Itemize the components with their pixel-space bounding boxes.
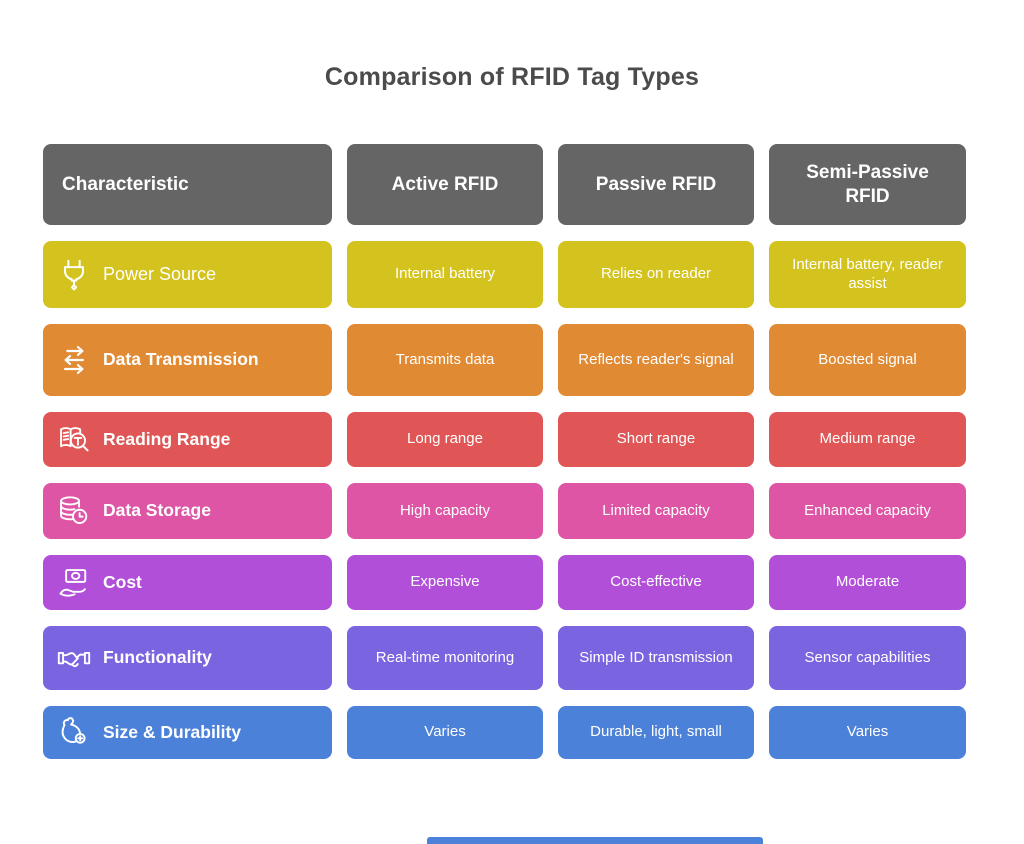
- header-active-rfid: Active RFID: [347, 144, 543, 225]
- cell-cost-passive: Cost-effective: [558, 555, 754, 610]
- handshake-icon: [56, 640, 92, 676]
- cell-range-passive: Short range: [558, 412, 754, 467]
- characteristic-label: Functionality: [103, 647, 212, 668]
- cell-range-active: Long range: [347, 412, 543, 467]
- transfer-arrows-icon: [56, 342, 92, 378]
- row-label-data-transmission: Data Transmission: [43, 324, 332, 396]
- header-semi-passive-rfid: Semi-Passive RFID: [769, 144, 966, 225]
- characteristic-label: Power Source: [103, 264, 217, 285]
- cell-functionality-active: Real-time monitoring: [347, 626, 543, 690]
- header-characteristic: Characteristic: [43, 144, 332, 225]
- page-title: Comparison of RFID Tag Types: [324, 63, 700, 91]
- characteristic-label: Size & Durability: [103, 721, 242, 742]
- row-label-cost: Cost: [43, 555, 332, 610]
- cell-storage-passive: Limited capacity: [558, 483, 754, 539]
- cell-power-passive: Relies on reader: [558, 241, 754, 308]
- row-label-data-storage: Data Storage: [43, 483, 332, 539]
- row-label-reading-range: Reading Range: [43, 412, 332, 467]
- characteristic-label: Data Storage: [103, 500, 211, 521]
- characteristic-label: Data Transmission: [103, 349, 259, 370]
- cell-functionality-passive: Simple ID transmission: [558, 626, 754, 690]
- money-hand-icon: [56, 565, 92, 601]
- cell-storage-active: High capacity: [347, 483, 543, 539]
- header-passive-rfid: Passive RFID: [558, 144, 754, 225]
- cell-transmission-passive: Reflects reader's signal: [558, 324, 754, 396]
- cell-size-passive: Durable, light, small: [558, 706, 754, 759]
- cell-transmission-semipassive: Boosted signal: [769, 324, 966, 396]
- cell-size-active: Varies: [347, 706, 543, 759]
- characteristic-label: Reading Range: [103, 428, 231, 449]
- database-clock-icon: [56, 493, 92, 529]
- characteristic-label: Cost: [103, 571, 142, 592]
- row-label-size-durability: Size & Durability: [43, 706, 332, 759]
- cell-cost-semipassive: Moderate: [769, 555, 966, 610]
- cell-range-semipassive: Medium range: [769, 412, 966, 467]
- comparison-table: Characteristic Active RFID Passive RFID …: [43, 144, 966, 759]
- cell-power-semipassive: Internal battery, reader assist: [769, 241, 966, 308]
- book-magnifier-icon: [56, 422, 92, 458]
- row-label-power-source: Power Source: [43, 241, 332, 308]
- cell-cost-active: Expensive: [347, 555, 543, 610]
- footer-accent-bar: [427, 837, 763, 844]
- row-label-functionality: Functionality: [43, 626, 332, 690]
- muscle-arm-icon: [56, 715, 92, 751]
- cell-storage-semipassive: Enhanced capacity: [769, 483, 966, 539]
- cell-transmission-active: Transmits data: [347, 324, 543, 396]
- power-plug-icon: [56, 257, 92, 293]
- cell-size-semipassive: Varies: [769, 706, 966, 759]
- cell-functionality-semipassive: Sensor capabilities: [769, 626, 966, 690]
- cell-power-active: Internal battery: [347, 241, 543, 308]
